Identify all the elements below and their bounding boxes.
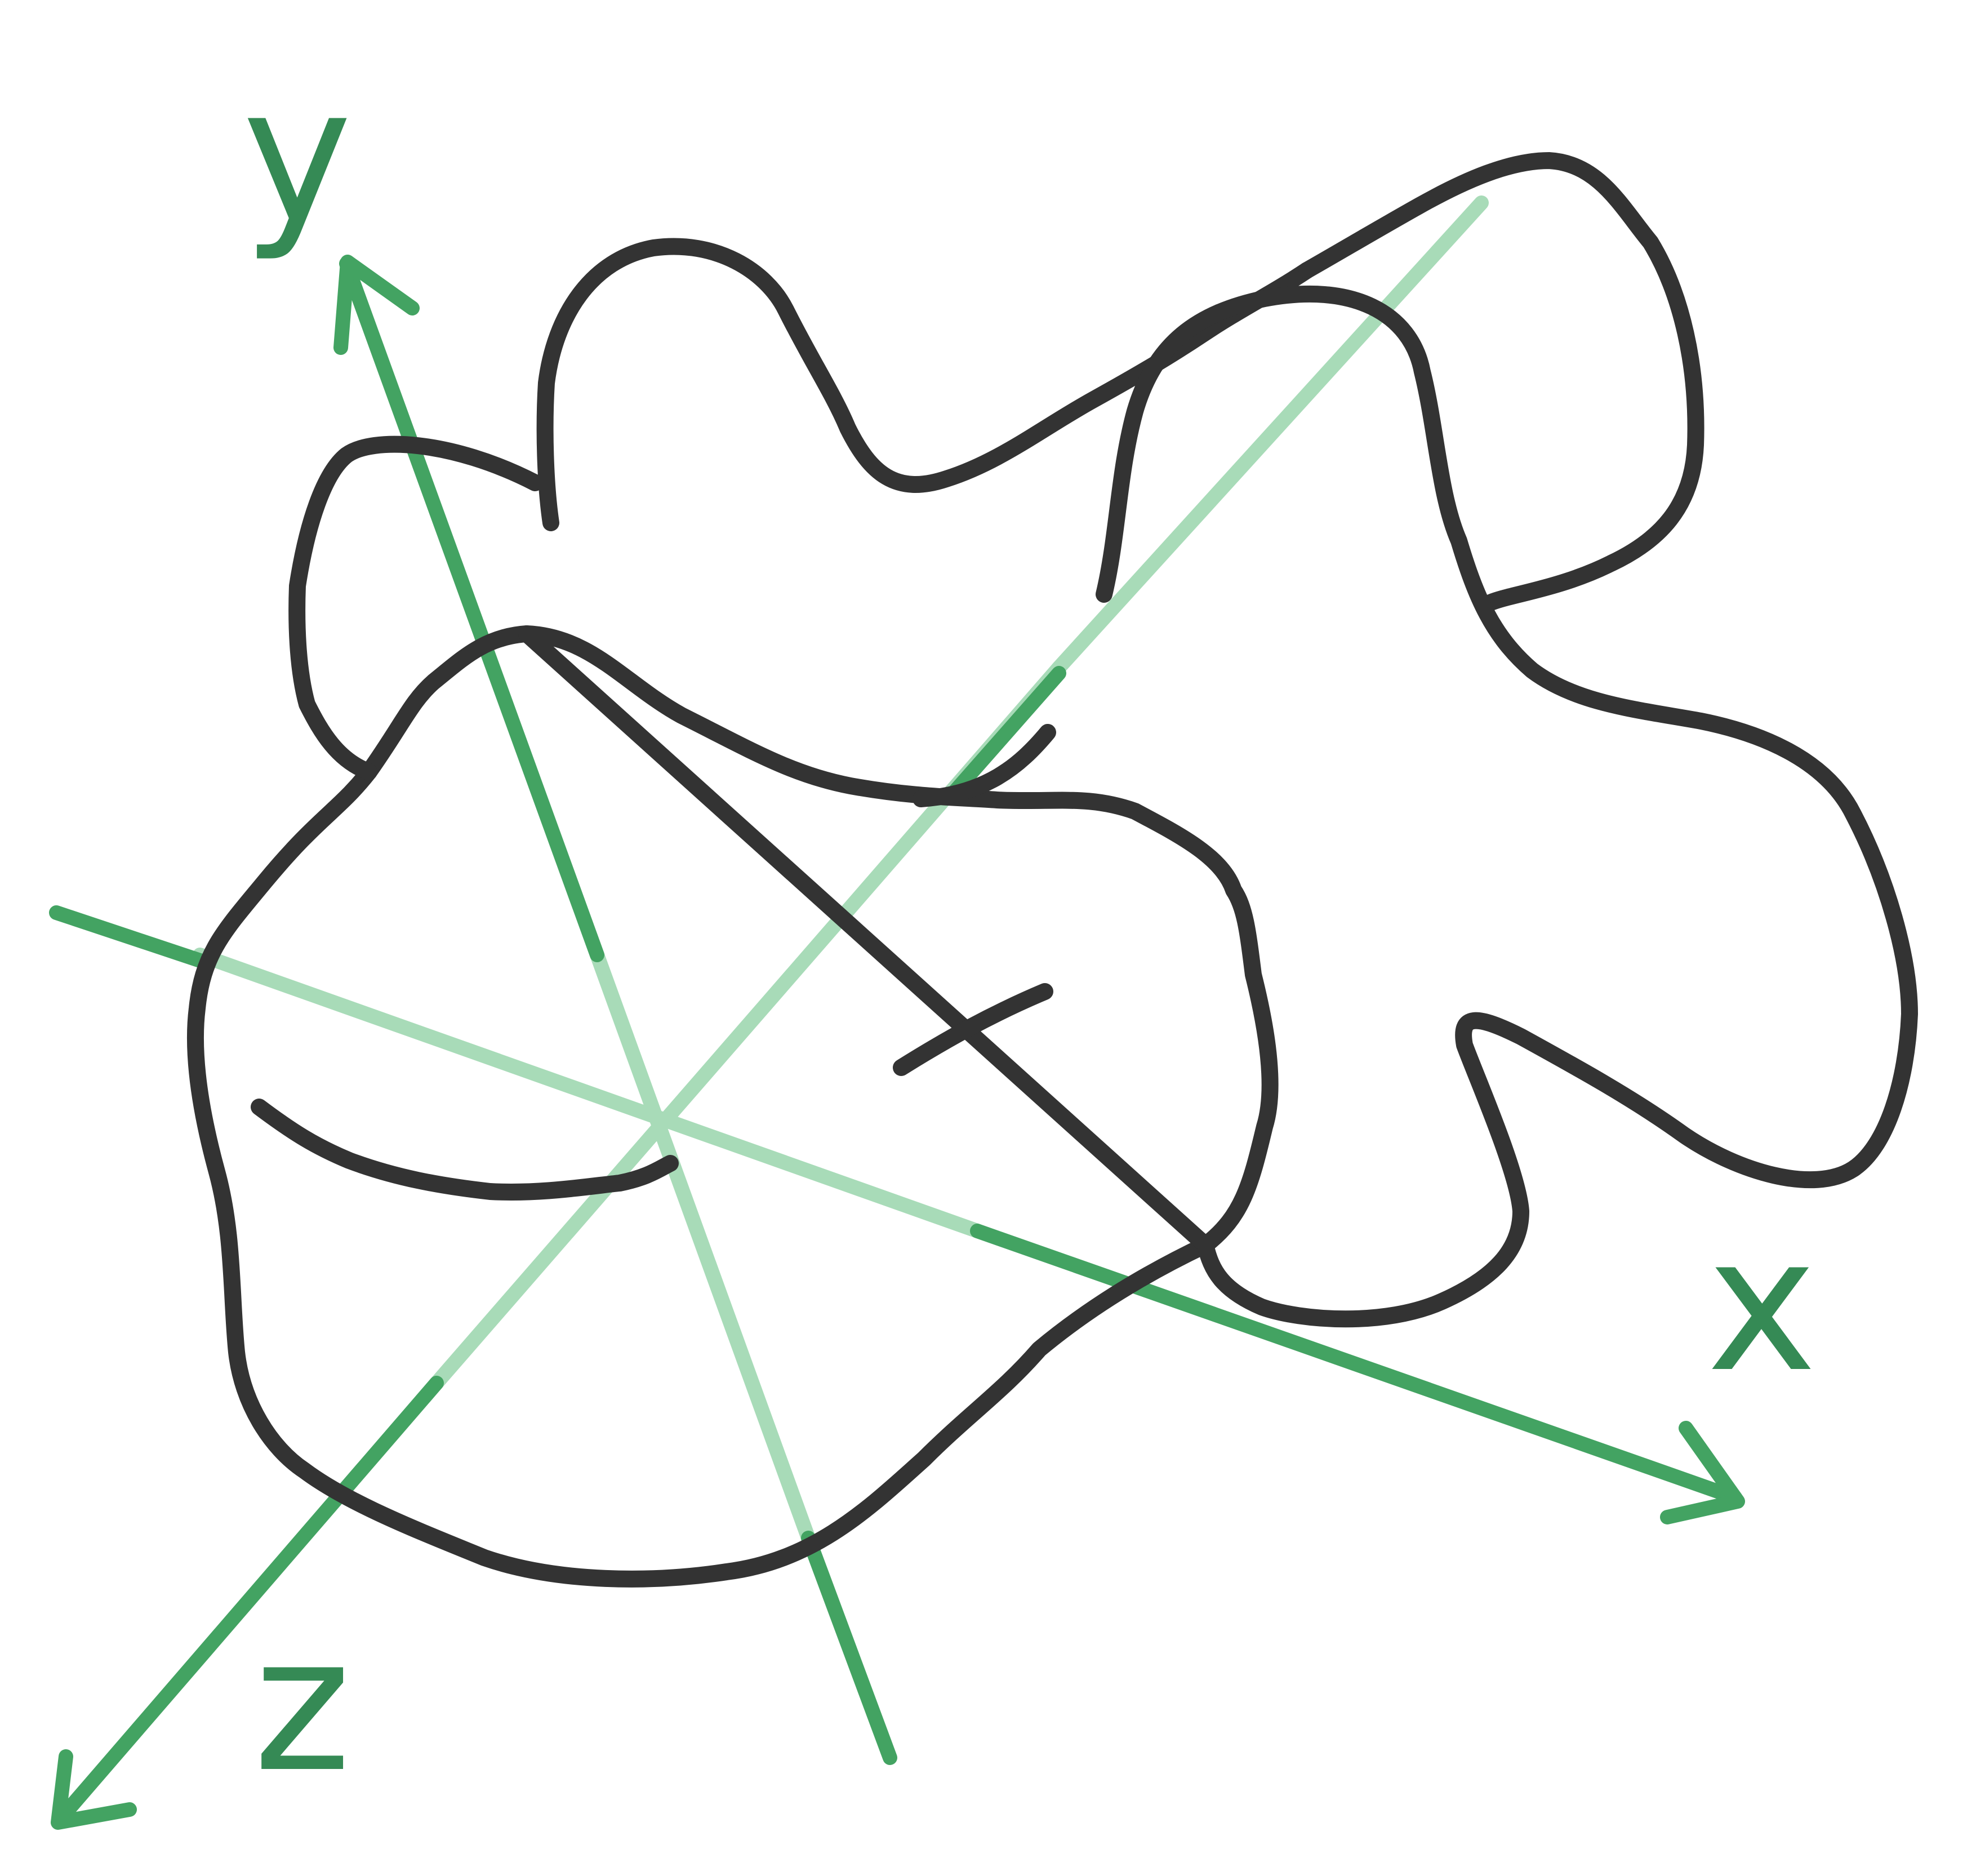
z-axis-label: z (253, 1597, 351, 1813)
front-lump-right-edge (518, 625, 1279, 1253)
x-axis-line-right (970, 1224, 1742, 1505)
blob-outline-group (186, 152, 1918, 1588)
y-axis-line-upper (339, 256, 604, 962)
left-ear-outline (288, 435, 544, 780)
back-right-lobe-outline (1298, 152, 1704, 611)
inner-loop-outline (1096, 285, 1918, 1328)
top-lobe-outline (536, 238, 1315, 531)
front-lump-outline (186, 625, 1214, 1588)
z-axis-line-middle (947, 666, 1066, 799)
z-axis-hidden-segment-upper (1052, 195, 1489, 675)
axes-visible-segments (49, 255, 1745, 1830)
mouth-line (251, 1099, 679, 1201)
dash-mark (893, 983, 1053, 1076)
y-axis-label: y (242, 47, 352, 264)
y-axis-arrowhead (333, 255, 420, 355)
x-axis-arrowhead (1660, 1421, 1745, 1524)
flick-mark (913, 724, 1056, 807)
axes-hidden-segments (193, 195, 1489, 1545)
z-axis-arrowhead (51, 1749, 137, 1830)
x-axis-line-left (49, 905, 207, 968)
x-axis-label: x (1707, 1197, 1817, 1413)
y-axis-hidden-segment (590, 948, 816, 1545)
y-axis-line-lower (801, 1531, 897, 1765)
z-axis-line-lower (55, 1376, 444, 1824)
x-axis-hidden-segment (193, 948, 985, 1238)
